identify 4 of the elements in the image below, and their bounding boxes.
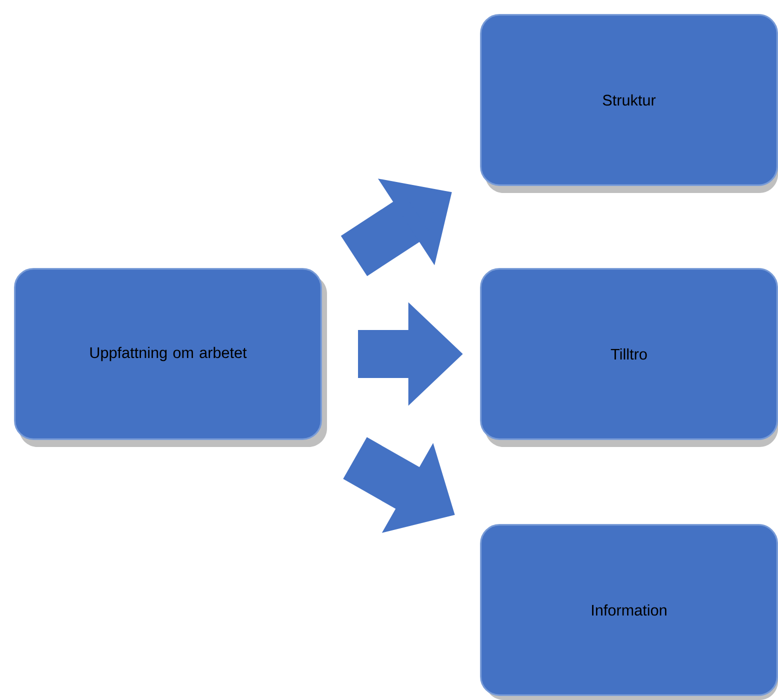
process-box: Tilltro: [480, 268, 778, 447]
process-box: Information: [480, 524, 778, 700]
process-box: Struktur: [480, 14, 778, 193]
process-box: Uppfattning om arbetet: [14, 268, 327, 447]
